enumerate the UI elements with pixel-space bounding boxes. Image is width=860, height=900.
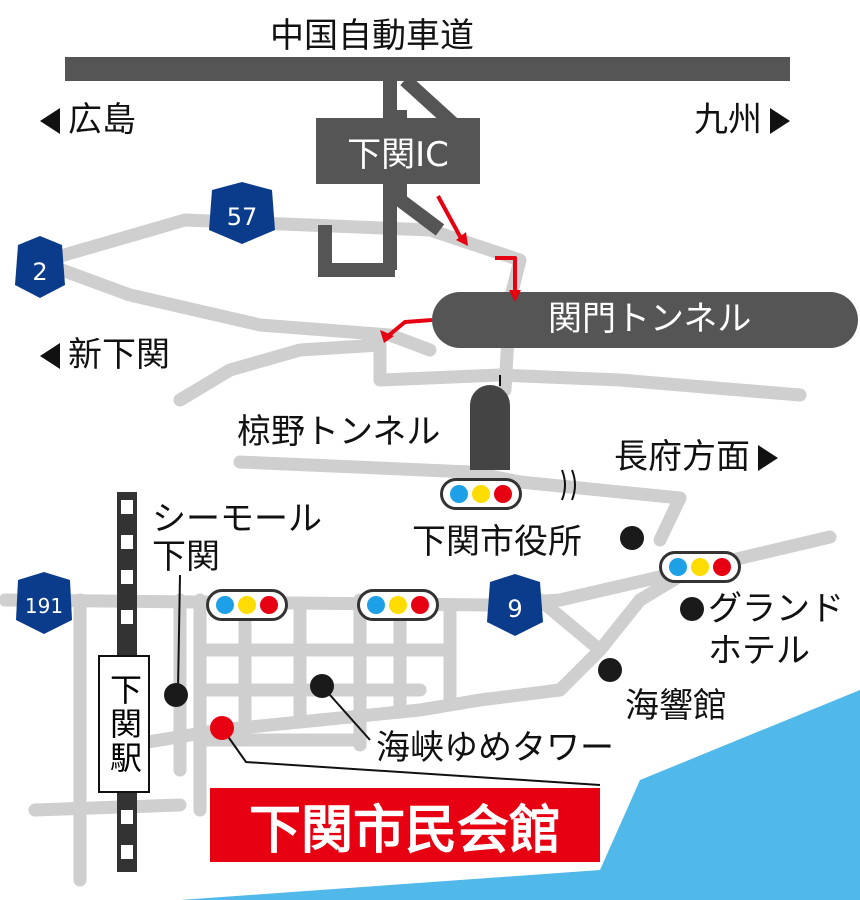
svg-text:2: 2: [32, 258, 47, 286]
dir-chofu: 長府方面: [614, 437, 778, 477]
arrow-right-icon: [758, 445, 778, 471]
city-hall-pin: [620, 526, 644, 550]
grand-hotel-label: グランド ホテル: [708, 589, 844, 671]
railway-ties: [121, 500, 133, 859]
station-label: 下関駅: [105, 673, 143, 775]
city-hall-label: 下関市役所: [412, 522, 582, 562]
dir-kyushu: 九州: [694, 100, 790, 140]
signal-blue-light: [216, 596, 234, 614]
traffic-signal: [440, 478, 522, 510]
route-arrows: [380, 195, 521, 343]
svg-text:57: 57: [227, 203, 258, 231]
signal-yellow-light: [472, 485, 490, 503]
shimonoseki-station: 下関駅: [98, 655, 150, 793]
kanmon-tunnel-label: 関門トンネル: [548, 299, 752, 339]
route-9-shield: 9: [487, 574, 543, 636]
route-57-shield: 57: [209, 182, 275, 244]
signal-red-light: [494, 485, 512, 503]
dir-chofu-text: 長府方面: [614, 437, 750, 477]
signal-yellow-light: [691, 558, 709, 576]
kaikyokan-pin: [598, 658, 622, 682]
dir-shinshimonoseki-text: 新下関: [68, 335, 170, 375]
route-191-shield: 191: [16, 572, 72, 634]
sea: [180, 690, 860, 900]
leader-lines: [177, 375, 601, 786]
traffic-signal: [357, 589, 439, 621]
seamall-label: シーモール 下関: [152, 499, 322, 577]
signal-blue-light: [450, 485, 468, 503]
civic-hall-pin: [210, 716, 234, 740]
signal-red-light: [260, 596, 278, 614]
signal-blue-light: [669, 558, 687, 576]
traffic-signal: [206, 589, 288, 621]
arrow-right-icon: [770, 108, 790, 134]
svg-text:9: 9: [507, 595, 522, 623]
expressway-label: 中国自動車道: [270, 16, 474, 56]
signal-red-light: [411, 596, 429, 614]
kanmon-tunnel-body: [432, 292, 858, 348]
arrow-left-icon: [40, 343, 60, 369]
arrow-left-icon: [40, 108, 60, 134]
dir-shinshimonoseki: 新下関: [40, 335, 170, 375]
yume-tower-label: 海峡ゆめタワー: [376, 728, 614, 768]
ic-label: 下関IC: [316, 118, 480, 184]
signal-red-light: [713, 558, 731, 576]
local-roads: [0, 213, 837, 887]
dir-hiroshima: 広島: [40, 100, 136, 140]
dir-hiroshima-text: 広島: [68, 100, 136, 140]
signal-blue-light: [367, 596, 385, 614]
svg-text:191: 191: [25, 594, 63, 618]
yume-tower-pin: [310, 674, 334, 698]
kaikyokan-label: 海響館: [625, 686, 727, 726]
map-title: 下関市民会館: [210, 788, 600, 862]
kuku-tunnel-label: 椋野トンネル: [237, 412, 441, 452]
grand-hotel-pin: [680, 597, 704, 621]
signal-yellow-light: [389, 596, 407, 614]
signal-yellow-light: [238, 596, 256, 614]
traffic-signal: [659, 551, 741, 583]
kuku-tunnel-body: [470, 385, 510, 470]
seamall-pin: [164, 683, 188, 707]
dir-kyushu-text: 九州: [694, 100, 762, 140]
route-2-shield: 2: [15, 236, 65, 298]
expressway-line: [65, 57, 790, 81]
